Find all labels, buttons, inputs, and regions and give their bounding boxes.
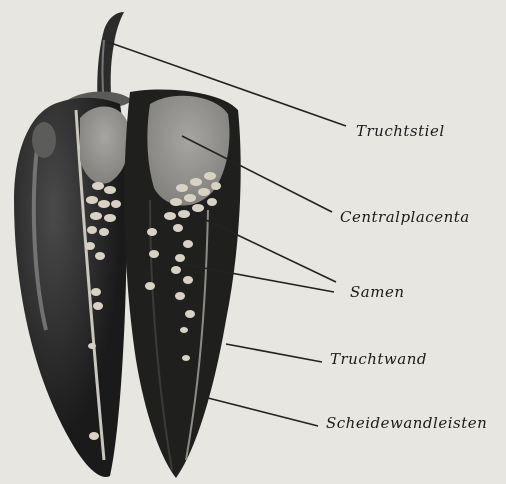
leader-scheidewandleisten	[208, 398, 318, 426]
label-fruchtwand: Truchtwand	[330, 350, 427, 368]
label-centralplacenta: Centralplacenta	[340, 208, 470, 226]
label-fruchtstiel: Truchtstiel	[356, 122, 445, 140]
label-scheidewandleisten: Scheidewandleisten	[326, 414, 487, 432]
leader-fruchtwand	[226, 344, 322, 362]
label-samen: Samen	[350, 283, 404, 301]
